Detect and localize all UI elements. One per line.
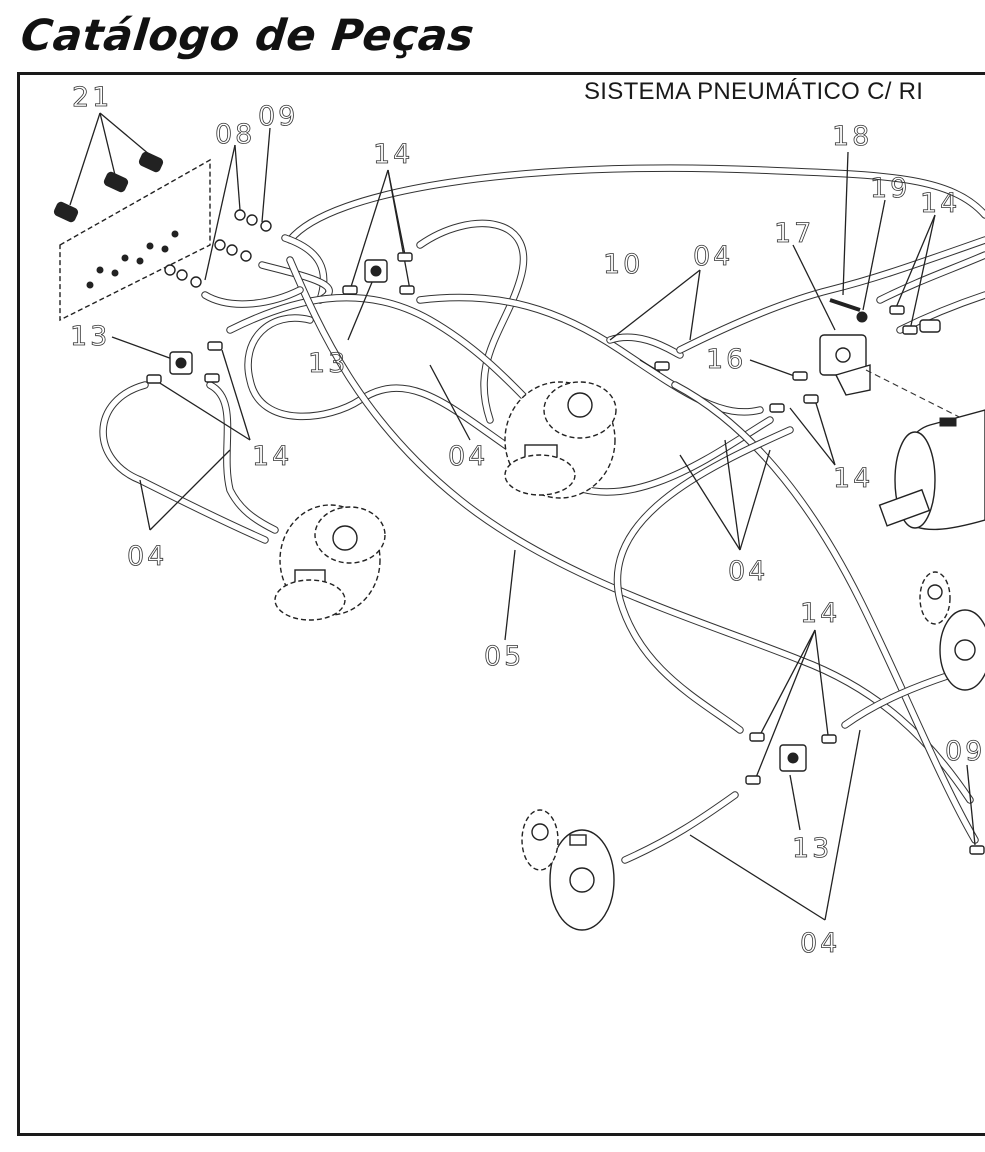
callout-19: 19 <box>870 173 910 204</box>
relay-valve <box>819 298 985 431</box>
callout-13: 13 <box>70 321 110 352</box>
callout-16: 16 <box>706 344 746 375</box>
callout-13: 13 <box>792 833 832 864</box>
callout-17: 17 <box>774 218 814 249</box>
callouts: 21 08 09 14 18 19 14 17 10 04 13 13 16 1… <box>70 82 985 960</box>
callout-04: 04 <box>728 556 768 587</box>
leader-lines <box>69 112 976 921</box>
callout-14: 14 <box>920 188 960 219</box>
callout-21: 21 <box>72 82 112 113</box>
tee-fittings <box>146 252 985 855</box>
bulkhead-panel <box>53 151 211 322</box>
callout-09: 09 <box>258 101 298 132</box>
callout-08: 08 <box>215 119 255 150</box>
brake-actuator-lower <box>521 809 615 931</box>
callout-05: 05 <box>484 641 524 672</box>
callout-09: 09 <box>945 736 985 767</box>
callout-18: 18 <box>832 121 872 152</box>
callout-04: 04 <box>800 928 840 959</box>
brake-chamber-center <box>504 381 617 499</box>
callout-14: 14 <box>252 441 292 472</box>
system-title: SISTEMA PNEUMÁTICO C/ RI <box>584 78 924 105</box>
air-reservoir <box>878 409 985 531</box>
callout-04: 04 <box>448 441 488 472</box>
callout-04: 04 <box>693 241 733 272</box>
callout-14: 14 <box>833 463 873 494</box>
callout-04: 04 <box>127 541 167 572</box>
callout-10: 10 <box>603 249 643 280</box>
hoses <box>99 164 985 864</box>
brake-actuator-right <box>919 571 985 691</box>
brake-chamber-left <box>274 504 386 621</box>
callout-14: 14 <box>800 598 840 629</box>
callout-13: 13 <box>308 348 348 379</box>
diagram-frame <box>17 72 985 1136</box>
callout-14: 14 <box>373 139 413 170</box>
washers-fittings <box>164 209 272 288</box>
